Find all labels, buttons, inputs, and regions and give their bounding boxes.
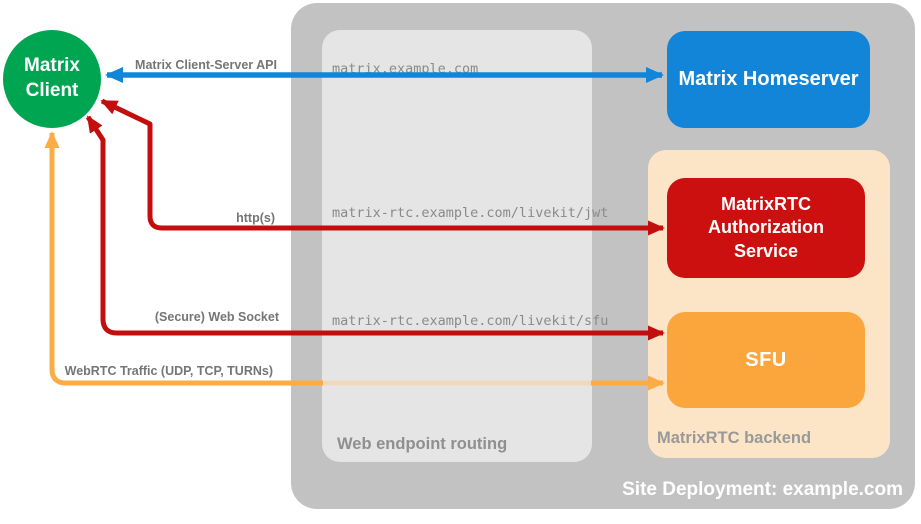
web-endpoint-routing-label: Web endpoint routing [337, 435, 508, 453]
endpoint-livekit-jwt-host: matrix-rtc.example.com/livekit/jwt [332, 205, 609, 221]
endpoint-homeserver-host: matrix.example.com [332, 61, 479, 77]
https-arrow-label: http(s) [236, 211, 275, 225]
matrixrtc-auth-service-node: MatrixRTC Authorization Service [667, 178, 865, 278]
matrix-client-node: Matrix Client [3, 30, 101, 128]
web-endpoint-routing-panel [322, 30, 592, 462]
endpoint-livekit-sfu-host: matrix-rtc.example.com/livekit/sfu [332, 313, 609, 329]
webrtc-traffic-arrow-label: WebRTC Traffic (UDP, TCP, TURNs) [64, 364, 273, 378]
websocket-arrow-label: (Secure) Web Socket [154, 310, 279, 324]
matrixrtc-auth-service-label: MatrixRTC Authorization Service [708, 193, 824, 261]
matrix-client-label: Matrix Client [24, 55, 80, 101]
sfu-label: SFU [745, 348, 787, 371]
site-deployment-title: Site Deployment: example.com [622, 479, 903, 500]
client-server-api-arrow-label: Matrix Client-Server API [135, 58, 277, 72]
matrixrtc-backend-label: MatrixRTC backend [657, 429, 812, 447]
matrix-homeserver-node: Matrix Homeserver [667, 31, 870, 128]
sfu-node: SFU [667, 312, 865, 408]
matrix-homeserver-label: Matrix Homeserver [678, 68, 859, 90]
